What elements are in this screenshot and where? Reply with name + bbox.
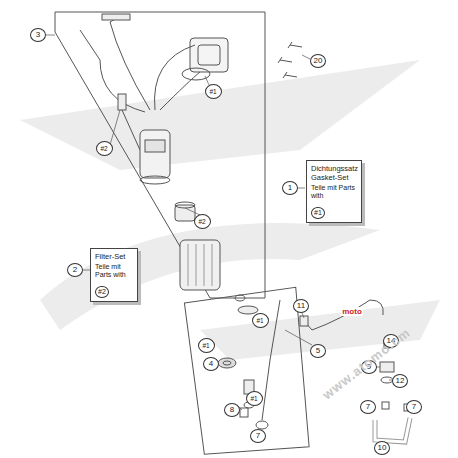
callout-number: 2 <box>67 263 83 277</box>
set-title: Dichtungssatz Gasket-Set <box>311 164 357 182</box>
set-note: Teile mit Parts with <box>311 184 357 201</box>
set-title: Filter-Set <box>95 252 133 261</box>
set-note: Teile mit Parts with <box>95 263 133 280</box>
callout-number: 4 <box>203 357 219 371</box>
callout-number: 7 <box>360 400 376 414</box>
callout-number: #1 <box>198 338 215 353</box>
callout-number: 12 <box>392 374 408 388</box>
callout-number: 1 <box>282 181 298 195</box>
set-note: #1 <box>311 207 325 219</box>
callout-number: #1 <box>246 391 263 406</box>
callout-number: 3 <box>30 28 46 42</box>
set-note: #2 <box>95 286 109 298</box>
callout-number: #2 <box>194 214 211 229</box>
callout-number: 11 <box>293 299 309 313</box>
callout-number: #1 <box>252 313 269 328</box>
set-box: Filter-SetTeile mit Parts with #2 <box>90 248 138 302</box>
set-box: Dichtungssatz Gasket-SetTeile mit Parts … <box>306 160 362 223</box>
callout-number: 7 <box>250 429 266 443</box>
callout-number: #2 <box>96 141 113 156</box>
callout-number: 7 <box>406 400 422 414</box>
callout-number: 8 <box>224 403 240 417</box>
watermark-logo: moto <box>341 307 363 316</box>
callout-number: 10 <box>374 441 390 455</box>
callout-number: #1 <box>205 84 222 99</box>
callout-number: 20 <box>310 54 326 68</box>
callout-number: 5 <box>310 344 326 358</box>
